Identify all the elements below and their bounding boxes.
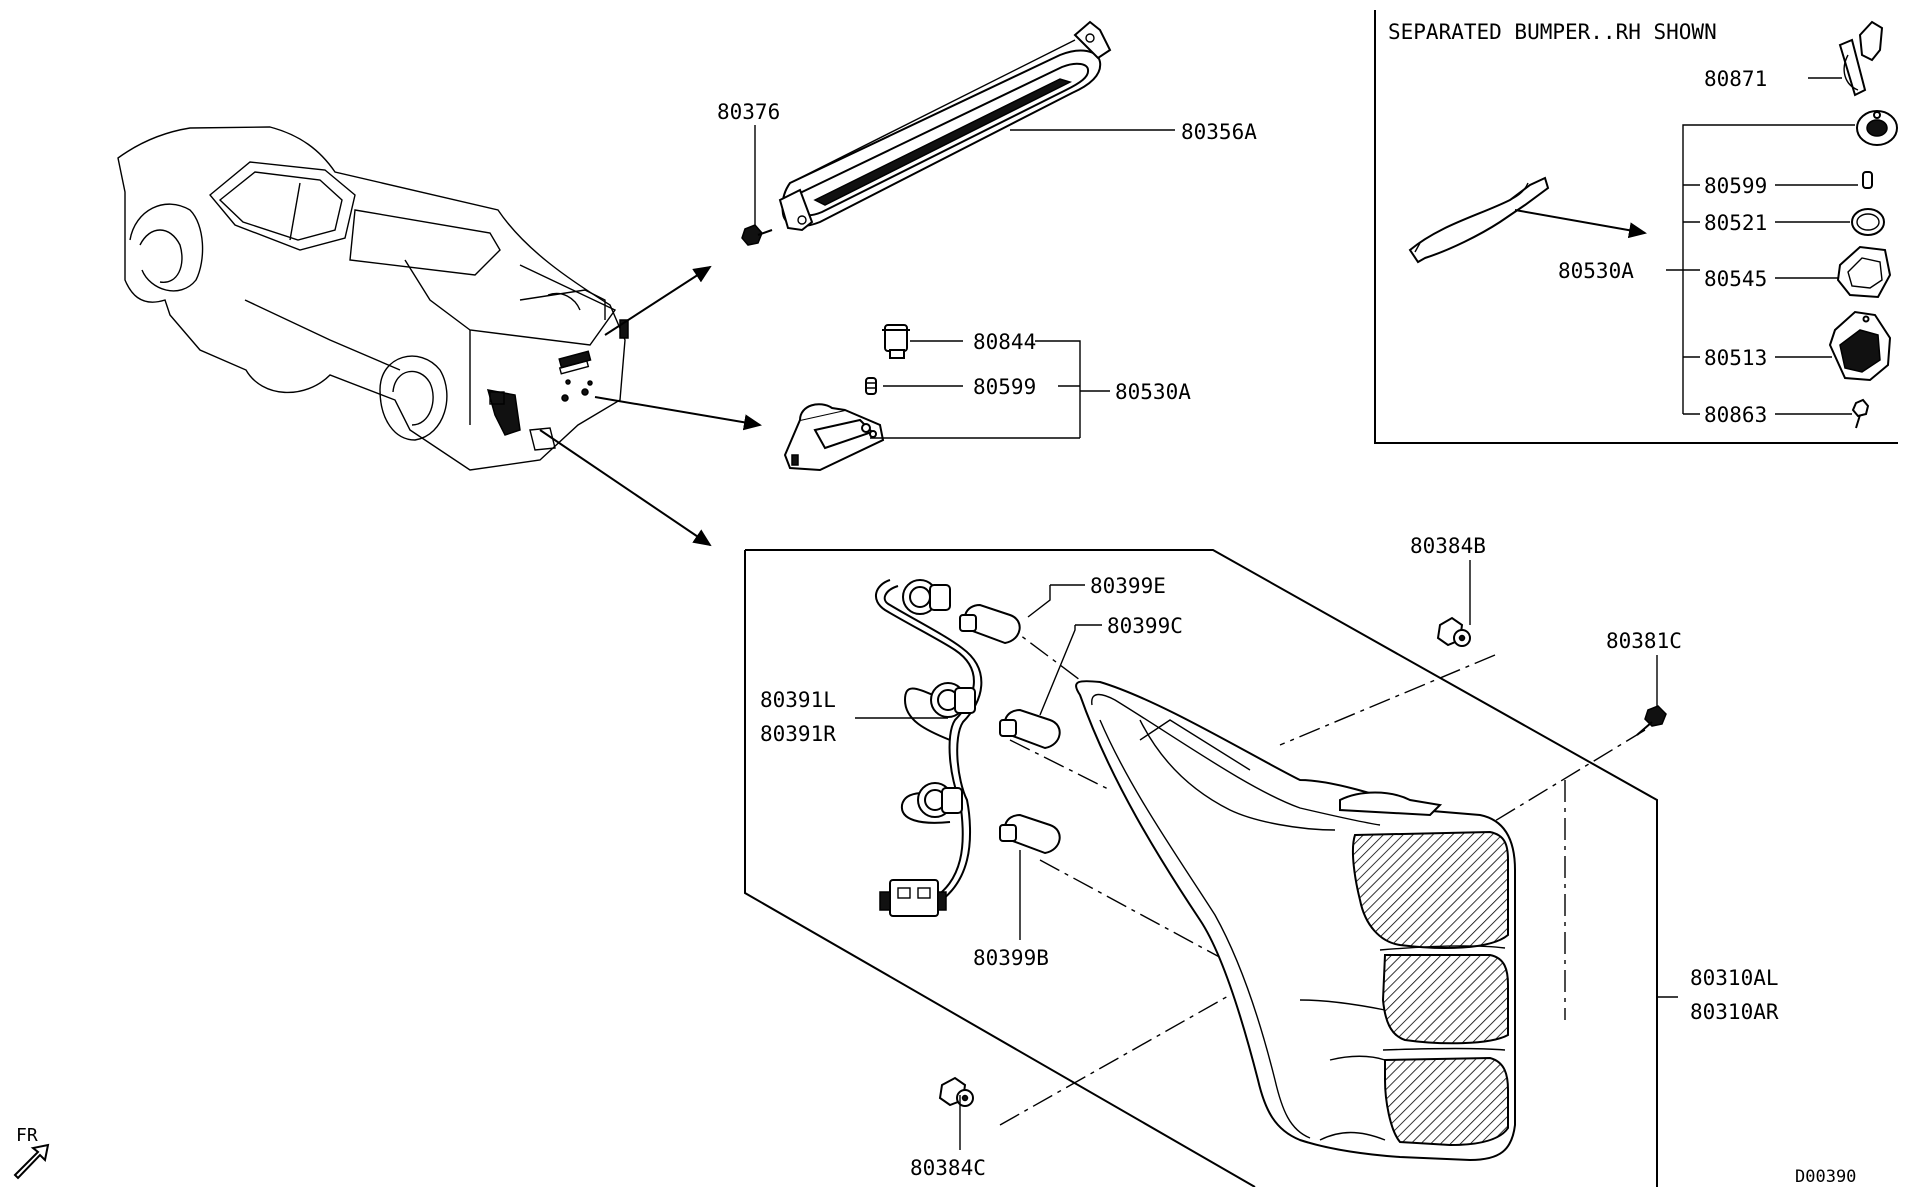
bulb-icon [865, 377, 877, 395]
label-80530A-inset: 80530A [1558, 259, 1634, 283]
socket-icon [882, 324, 910, 359]
high-mount-stop-lamp-icon [778, 20, 1112, 232]
label-80399E: 80399E [1090, 574, 1166, 598]
connector-icon [879, 879, 947, 917]
label-80310AL: 80310AL [1690, 966, 1779, 990]
label-80384C: 80384C [910, 1156, 986, 1180]
bulb-icon [999, 708, 1061, 750]
tail-lamp-icon [1075, 680, 1516, 1162]
inset-panel [1374, 10, 1898, 444]
truck-outline-icon [117, 126, 629, 471]
label-80356A: 80356A [1181, 120, 1257, 144]
socket-icon [930, 682, 976, 718]
label-80513: 80513 [1704, 346, 1767, 370]
leader-arrow [594, 396, 762, 431]
bulb-icon [959, 603, 1021, 645]
leader-arrow [539, 429, 712, 547]
label-80530A: 80530A [1115, 380, 1191, 404]
detail-frame [744, 550, 1256, 1187]
label-80844: 80844 [973, 330, 1036, 354]
label-80399C: 80399C [1107, 614, 1183, 638]
clip-icon [938, 1076, 974, 1107]
label-80599: 80599 [973, 375, 1036, 399]
direction-label: FR [16, 1125, 38, 1146]
front-arrow-icon [13, 1143, 50, 1180]
bulb-icon [999, 813, 1061, 855]
inset-title: SEPARATED BUMPER..RH SHOWN [1388, 20, 1717, 44]
label-80310AR: 80310AR [1690, 1000, 1779, 1024]
label-80391R: 80391R [760, 722, 836, 746]
label-80399B: 80399B [973, 946, 1049, 970]
label-80521: 80521 [1704, 211, 1767, 235]
socket-icon [917, 782, 963, 818]
leader-arrow [604, 265, 712, 336]
screw-icon [741, 224, 773, 246]
label-80384B: 80384B [1410, 534, 1486, 558]
clip-icon [1436, 616, 1471, 647]
label-80376: 80376 [717, 100, 780, 124]
label-80599-inset: 80599 [1704, 174, 1767, 198]
label-80381C: 80381C [1606, 629, 1682, 653]
label-80391L: 80391L [760, 688, 836, 712]
wire-harness-icon [875, 579, 983, 917]
label-80863: 80863 [1704, 403, 1767, 427]
detail-frame [745, 549, 1658, 1187]
label-80545: 80545 [1704, 267, 1767, 291]
diagram-code: D00390 [1795, 1167, 1856, 1187]
socket-icon [902, 579, 951, 615]
label-80871: 80871 [1704, 67, 1767, 91]
license-lamp-icon [783, 403, 885, 472]
screw-icon [1636, 705, 1667, 736]
